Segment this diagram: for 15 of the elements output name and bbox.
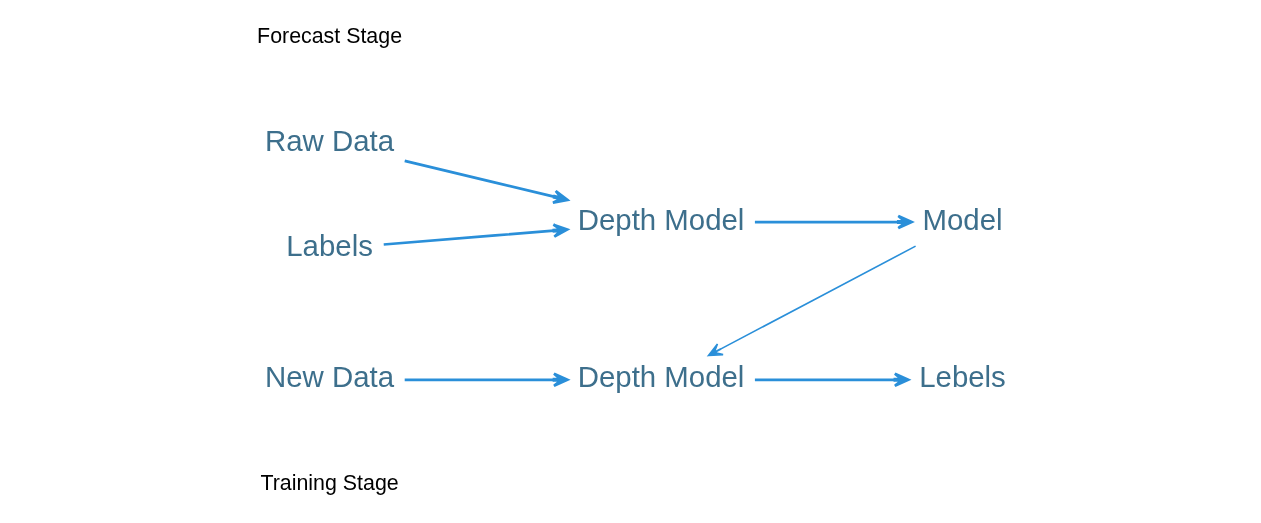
node-text: Labels <box>285 229 373 263</box>
arrow <box>707 245 916 357</box>
arrow <box>383 223 569 246</box>
node-text: New Data <box>264 360 394 394</box>
arrow <box>754 214 913 230</box>
label: Training Stage <box>259 471 399 496</box>
node-text: Model <box>921 202 1003 236</box>
label: Forecast Stage <box>256 23 402 48</box>
node-text: Depth Model <box>577 360 744 394</box>
arrow <box>754 372 910 388</box>
arrow <box>403 159 569 204</box>
node-text: Depth Model <box>577 202 744 236</box>
node-text: Lebels <box>918 360 1006 394</box>
node-text: Raw Data <box>264 123 394 157</box>
arrow <box>404 372 569 388</box>
